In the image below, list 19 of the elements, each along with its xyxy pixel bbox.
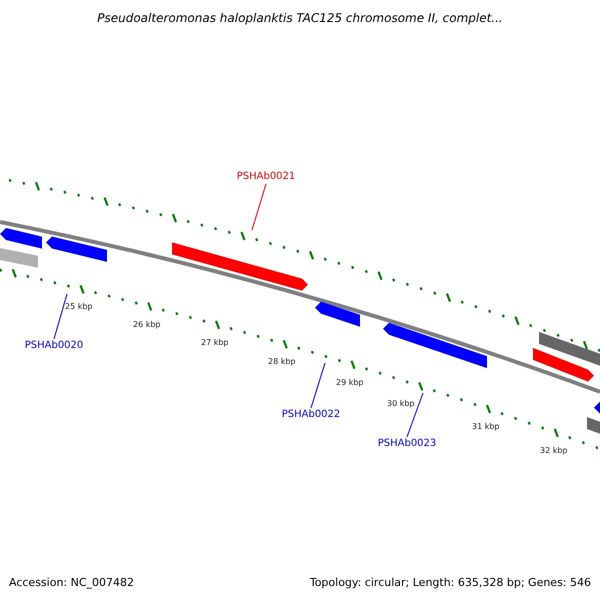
position-label: 29 kbp bbox=[336, 378, 364, 388]
gene-label: PSHAb0022 bbox=[282, 408, 340, 422]
gene-label: PSHAb0021 bbox=[236, 170, 296, 184]
position-label: 31 kbp bbox=[472, 422, 500, 432]
gene-label: PSHAb0020 bbox=[24, 339, 84, 353]
genome-stats-text: Topology: circular; Length: 635,328 bp; Genes: 546 bbox=[310, 575, 591, 591]
position-label: 28 kbp bbox=[268, 357, 296, 368]
position-label: 32 kbp bbox=[540, 446, 568, 456]
leader-line bbox=[252, 184, 266, 230]
leader-line bbox=[310, 362, 326, 408]
position-label: 30 kbp bbox=[387, 399, 415, 410]
title: Pseudoalteromonas haloplanktis TAC125 chromosome II, complet... bbox=[96, 10, 504, 27]
accession-text: Accession: NC_007482 bbox=[9, 575, 134, 591]
leader-line bbox=[406, 392, 424, 438]
position-label: 26 kbp bbox=[133, 320, 161, 330]
position-label: 25 kbp bbox=[65, 302, 93, 312]
gene-label: PSHAb0023 bbox=[378, 437, 436, 451]
leader-line bbox=[54, 294, 68, 340]
position-label: 27 kbp bbox=[201, 338, 229, 348]
